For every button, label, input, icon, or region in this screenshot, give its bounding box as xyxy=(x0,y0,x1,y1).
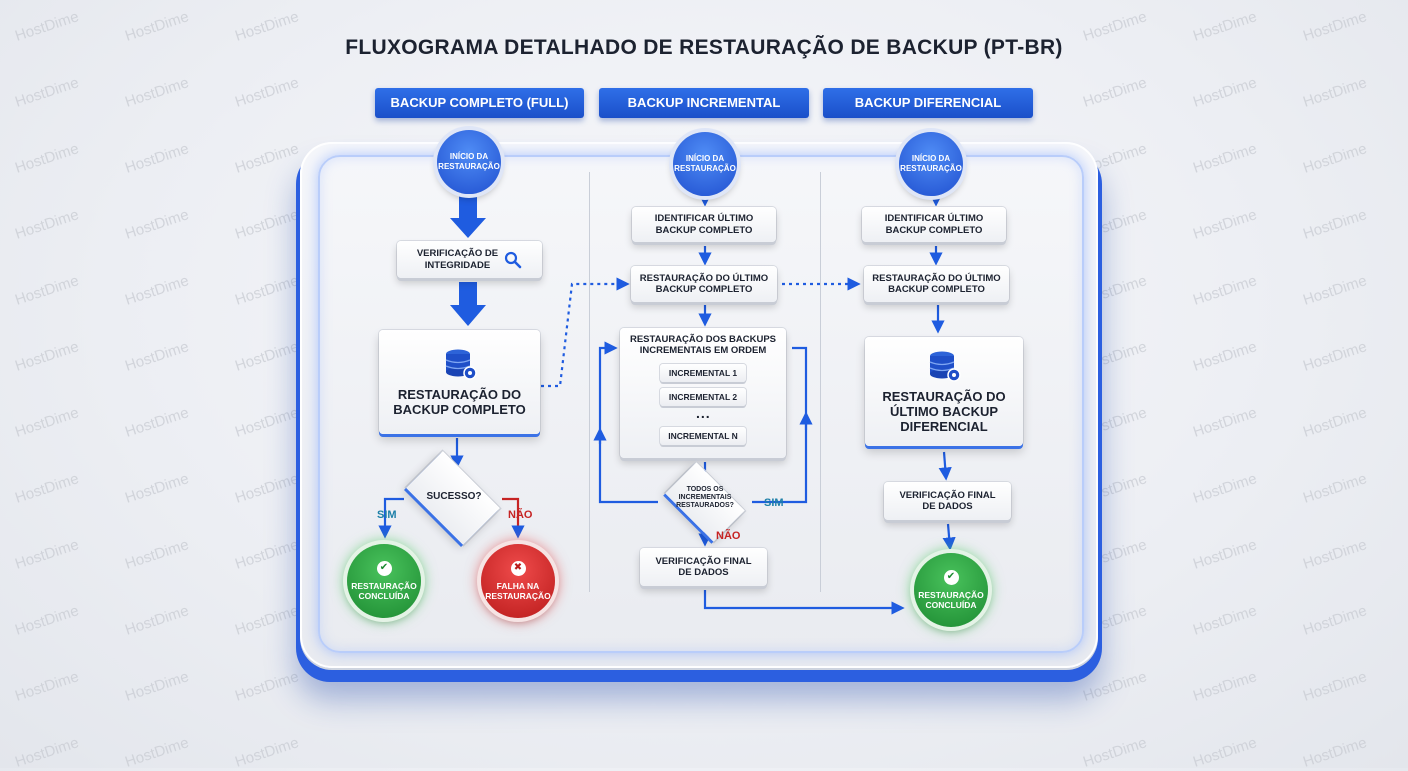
restore-full-label: RESTAURAÇÃO DO BACKUP COMPLETO xyxy=(393,387,526,417)
column-divider xyxy=(820,172,821,592)
connector-line xyxy=(378,497,404,539)
branch-yes-label: SIM xyxy=(764,497,784,509)
search-icon xyxy=(505,251,522,268)
incremental-ellipsis: ... xyxy=(696,405,711,421)
final-check-box-differential[interactable]: VERIFICAÇÃO FINAL DE DADOS xyxy=(884,482,1011,520)
final-check-box-incremental[interactable]: VERIFICAÇÃO FINAL DE DADOS xyxy=(640,548,767,586)
restore-last-full-label: RESTAURAÇÃO DO ÚLTIMO BACKUP COMPLETO xyxy=(639,272,769,295)
restore-full-box[interactable]: RESTAURAÇÃO DO BACKUP COMPLETO xyxy=(379,330,540,434)
big-arrow xyxy=(450,282,486,326)
tab-backup-diferencial[interactable]: BACKUP DIFERENCIAL xyxy=(823,88,1033,118)
integrity-check-box[interactable]: VERIFICAÇÃO DE INTEGRIDADE xyxy=(397,241,542,278)
final-check-label: VERIFICAÇÃO FINAL DE DADOS xyxy=(655,555,752,578)
integrity-check-label: VERIFICAÇÃO DE INTEGRIDADE xyxy=(416,248,499,271)
database-icon xyxy=(929,351,961,382)
big-arrow xyxy=(450,193,486,238)
connector-line xyxy=(942,523,956,551)
restore-incrementals-label: RESTAURAÇÃO DOS BACKUPS INCREMENTAIS EM … xyxy=(629,334,777,357)
success-label: RESTAURAÇÃO CONCLUÍDA xyxy=(351,580,417,601)
restore-differential-label: RESTAURAÇÃO DO ÚLTIMO BACKUP DIFERENCIAL xyxy=(882,389,1006,434)
start-node-full[interactable]: INÍCIO DA RESTAURAÇÃO xyxy=(437,130,501,194)
connector-line xyxy=(502,497,525,539)
connector-line xyxy=(938,451,952,481)
incremental-item[interactable]: INCREMENTAL 1 xyxy=(660,364,746,382)
branch-no-label: NÃO xyxy=(716,530,741,542)
start-node-label: INÍCIO DA RESTAURAÇÃO xyxy=(438,152,500,171)
check-icon: ✔ xyxy=(943,569,959,585)
start-node-label: INÍCIO DA RESTAURAÇÃO xyxy=(900,154,962,173)
success-node-full[interactable]: ✔ RESTAURAÇÃO CONCLUÍDA xyxy=(347,544,421,618)
start-node-differential[interactable]: INÍCIO DA RESTAURAÇÃO xyxy=(899,132,963,196)
failure-label: FALHA NA RESTAURAÇÃO xyxy=(485,580,551,601)
restore-last-full-label: RESTAURAÇÃO DO ÚLTIMO BACKUP COMPLETO xyxy=(872,272,1001,295)
success-node-differential[interactable]: ✔ RESTAURAÇÃO CONCLUÍDA xyxy=(914,553,988,627)
x-icon: ✖ xyxy=(510,560,526,576)
restore-last-full-box[interactable]: RESTAURAÇÃO DO ÚLTIMO BACKUP COMPLETO xyxy=(864,266,1009,302)
branch-yes-label: SIM xyxy=(377,509,397,521)
check-icon: ✔ xyxy=(376,560,392,576)
database-icon xyxy=(445,349,477,380)
incremental-item[interactable]: INCREMENTAL N xyxy=(660,427,746,445)
branch-no-label: NÃO xyxy=(508,509,533,521)
identify-full-box[interactable]: IDENTIFICAR ÚLTIMO BACKUP COMPLETO xyxy=(632,207,776,242)
page-title: FLUXOGRAMA DETALHADO DE RESTAURAÇÃO DE B… xyxy=(345,36,1063,59)
identify-full-box[interactable]: IDENTIFICAR ÚLTIMO BACKUP COMPLETO xyxy=(862,207,1006,242)
identify-full-label: IDENTIFICAR ÚLTIMO BACKUP COMPLETO xyxy=(884,213,984,236)
identify-full-label: IDENTIFICAR ÚLTIMO BACKUP COMPLETO xyxy=(654,213,754,236)
restore-last-full-box[interactable]: RESTAURAÇÃO DO ÚLTIMO BACKUP COMPLETO xyxy=(631,266,777,302)
restore-differential-box[interactable]: RESTAURAÇÃO DO ÚLTIMO BACKUP DIFERENCIAL xyxy=(865,337,1023,446)
incremental-item[interactable]: INCREMENTAL 2 xyxy=(660,388,746,406)
decision-label: TODOS OS INCREMENTAIS RESTAURADOS? xyxy=(676,486,734,510)
column-divider xyxy=(589,172,590,592)
tab-backup-completo[interactable]: BACKUP COMPLETO (FULL) xyxy=(375,88,584,118)
connector-line xyxy=(703,590,905,615)
loop-line-left xyxy=(598,341,658,504)
decision-label: SUCESSO? xyxy=(426,491,482,502)
tab-backup-incremental[interactable]: BACKUP INCREMENTAL xyxy=(599,88,809,118)
start-node-incremental[interactable]: INÍCIO DA RESTAURAÇÃO xyxy=(673,132,737,196)
final-check-label: VERIFICAÇÃO FINAL DE DADOS xyxy=(899,489,996,512)
failure-node-full[interactable]: ✖ FALHA NA RESTAURAÇÃO xyxy=(481,544,555,618)
success-label: RESTAURAÇÃO CONCLUÍDA xyxy=(918,589,984,610)
start-node-label: INÍCIO DA RESTAURAÇÃO xyxy=(674,154,736,173)
dotted-link xyxy=(541,277,630,388)
